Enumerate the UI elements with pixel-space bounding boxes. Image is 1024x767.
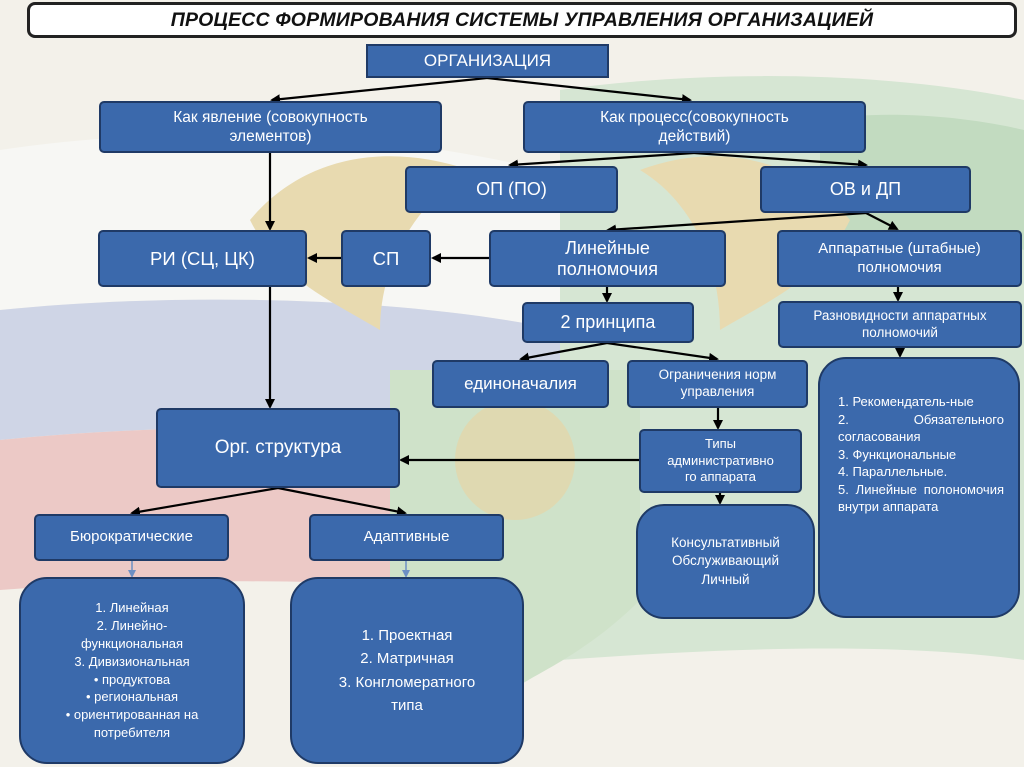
node-bureaucratic: Бюрократические — [34, 514, 229, 561]
node-org-structure-label: Орг. структура — [214, 437, 342, 459]
node-adaptive-list-label: 1. Проектная 2. Матричная 3. Конгломерат… — [338, 627, 476, 714]
node-staff-power-types-label: Разновидности аппаратных полномочий — [813, 307, 987, 340]
node-ri: РИ (СЦ, ЦК) — [98, 230, 307, 287]
node-two-principles: 2 принципа — [522, 302, 694, 343]
node-admin-apparatus-types: Типы административно го аппарата — [639, 429, 802, 493]
node-adaptive-list: 1. Проектная 2. Матричная 3. Конгломерат… — [290, 577, 524, 764]
node-op-po-label: ОП (ПО) — [476, 179, 547, 200]
node-unity-of-command-label: единоначалия — [464, 374, 577, 394]
node-linear-powers-label: Линейные полномочия — [557, 237, 658, 279]
node-two-principles-label: 2 принципа — [560, 312, 656, 333]
node-organization: ОРГАНИЗАЦИЯ — [366, 44, 609, 78]
node-bureaucratic-label: Бюрократические — [70, 528, 193, 546]
node-sp: СП — [341, 230, 431, 287]
node-control-limits: Ограничения норм управления — [627, 360, 808, 408]
node-staff-powers-label: Аппаратные (штабные) полномочия — [818, 239, 981, 276]
node-admin-apparatus-types-label: Типы административно го аппарата — [667, 435, 774, 485]
node-bureaucratic-list-label: 1. Линейная 2. Линейно- функциональная 3… — [65, 599, 199, 741]
node-ov-dp-label: ОВ и ДП — [829, 179, 902, 200]
node-ri-label: РИ (СЦ, ЦК) — [150, 247, 255, 269]
node-ov-dp: ОВ и ДП — [760, 166, 971, 213]
node-apparatus-list-label: Консультативный Обслуживающий Личный — [671, 535, 780, 587]
node-linear-powers: Линейные полномочия — [489, 230, 726, 287]
node-control-limits-label: Ограничения норм управления — [658, 367, 777, 399]
node-as-phenomenon: Как явление (совокупность элементов) — [99, 101, 442, 153]
node-as-phenomenon-label: Как явление (совокупность элементов) — [173, 108, 368, 145]
node-staff-power-list-label: 1. Рекомендатель-ные 2. Обязательного со… — [838, 394, 1004, 515]
node-apparatus-list: Консультативный Обслуживающий Личный — [636, 504, 815, 619]
node-op-po: ОП (ПО) — [405, 166, 618, 213]
node-staff-power-types: Разновидности аппаратных полномочий — [778, 301, 1022, 348]
diagram-title: ПРОЦЕСС ФОРМИРОВАНИЯ СИСТЕМЫ УПРАВЛЕНИЯ … — [27, 2, 1017, 38]
node-bureaucratic-list: 1. Линейная 2. Линейно- функциональная 3… — [19, 577, 245, 764]
node-as-process: Как процесс(совокупность действий) — [523, 101, 866, 153]
node-adaptive-label: Адаптивные — [363, 528, 450, 546]
node-organization-label: ОРГАНИЗАЦИЯ — [423, 51, 552, 71]
title-text: ПРОЦЕСС ФОРМИРОВАНИЯ СИСТЕМЫ УПРАВЛЕНИЯ … — [170, 8, 874, 31]
node-staff-powers: Аппаратные (штабные) полномочия — [777, 230, 1022, 287]
node-as-process-label: Как процесс(совокупность действий) — [600, 108, 789, 145]
node-unity-of-command: единоначалия — [432, 360, 609, 408]
node-sp-label: СП — [372, 247, 400, 269]
node-staff-power-list: 1. Рекомендатель-ные 2. Обязательного со… — [818, 357, 1020, 618]
node-adaptive: Адаптивные — [309, 514, 504, 561]
node-org-structure: Орг. структура — [156, 408, 400, 488]
